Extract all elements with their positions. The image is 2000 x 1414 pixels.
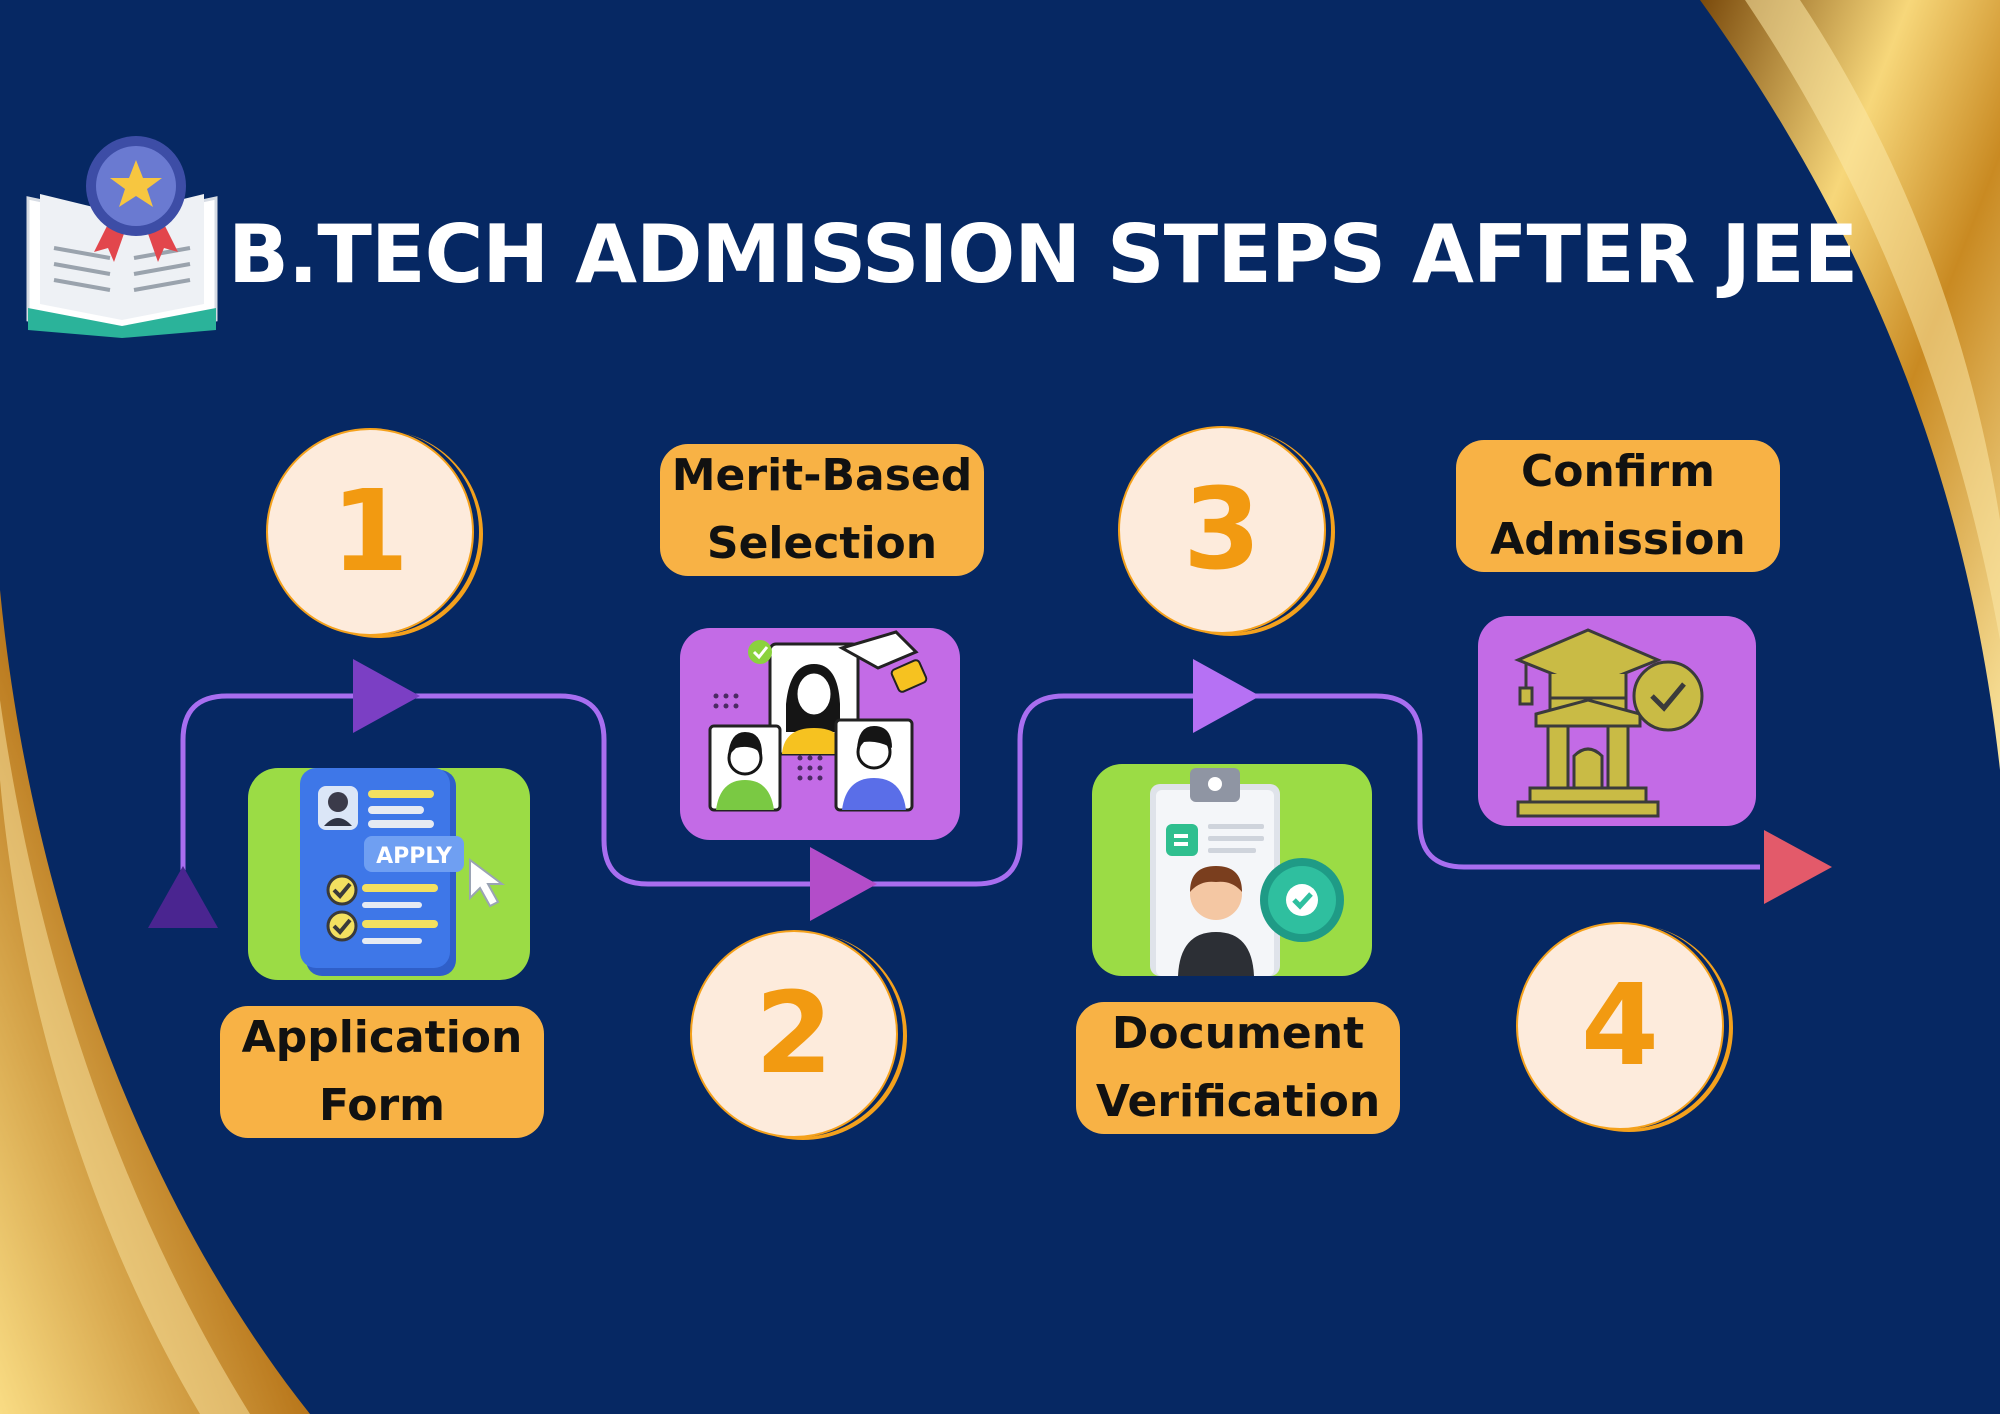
step-label-line: Form [318, 1080, 446, 1131]
flow-start-arrow [148, 866, 218, 928]
gold-swoosh-top-right [1700, 0, 2000, 770]
application-form-card: APPLY [248, 768, 530, 980]
document-verification-card [1092, 764, 1372, 976]
candidate-selection-icon [708, 630, 928, 812]
page-title: B.TECH ADMISSION STEPS AFTER JEE [228, 208, 1858, 301]
flow-end-arrow [1764, 830, 1832, 904]
step-label-line: Selection [706, 518, 938, 569]
flow-arrow-2 [810, 847, 877, 921]
flow-arrow-1 [353, 659, 420, 733]
step-label-line: Admission [1490, 514, 1746, 565]
apply-button-label: APPLY [376, 844, 453, 869]
merit-selection-card [680, 628, 960, 840]
gold-swoosh-bottom-left [0, 590, 310, 1414]
institution-graduation-icon [1514, 628, 1704, 818]
step-number-2: 2 [690, 930, 898, 1138]
book-award-icon [26, 136, 218, 338]
application-form-icon: APPLY [300, 768, 505, 976]
step-number-4: 4 [1516, 922, 1724, 1130]
confirm-admission-card [1478, 616, 1756, 826]
step-label-confirm-admission: Confirm Admission [1456, 440, 1780, 572]
document-verification-icon [1150, 768, 1344, 976]
step-label-line: Confirm [1520, 446, 1715, 497]
step-label-application-form: Application Form [220, 1006, 544, 1138]
step-label-line: Verification [1095, 1076, 1381, 1127]
step-number-3: 3 [1118, 426, 1326, 634]
step-label-merit-based-selection: Merit-Based Selection [660, 444, 984, 576]
flow-arrow-3 [1193, 659, 1260, 733]
step-label-line: Application [241, 1012, 523, 1063]
step-label-line: Merit-Based [671, 450, 973, 501]
step-number-1: 1 [266, 428, 474, 636]
step-label-line: Document [1111, 1008, 1365, 1059]
step-label-document-verification: Document Verification [1076, 1002, 1400, 1134]
flow-path [180, 693, 1760, 887]
